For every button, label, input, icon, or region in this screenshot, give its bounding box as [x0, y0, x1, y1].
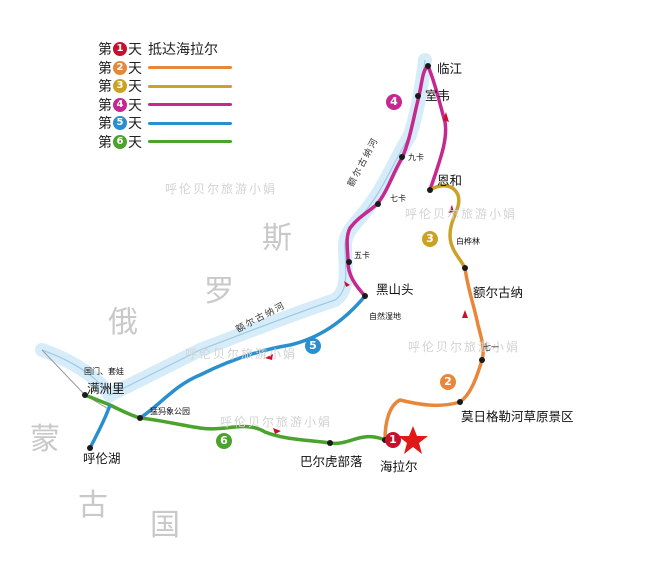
- place-linjiang: 临江: [437, 61, 463, 76]
- place-enhe: 恩和: [437, 173, 463, 188]
- country-char: 古: [78, 488, 108, 523]
- stop-dot: [425, 63, 431, 69]
- legend-prefix: 第: [98, 97, 112, 114]
- legend-line: [148, 140, 232, 143]
- place-mengmaxiang: 猛犸象公园: [150, 407, 190, 416]
- place-baihualin: 白桦林: [456, 237, 480, 246]
- stop-dots: [82, 63, 485, 451]
- legend-title: 抵达海拉尔: [148, 42, 218, 58]
- stop-dot: [87, 445, 93, 451]
- stop-dot: [479, 357, 485, 363]
- route-day2: [383, 266, 485, 442]
- direction-arrows: [265, 112, 468, 434]
- place-ziranshidi: 自然湿地: [369, 312, 401, 321]
- day-badge-5: 5: [305, 338, 321, 354]
- legend-line: [148, 84, 232, 88]
- day-badge-4: 4: [386, 94, 402, 110]
- place-qika: 七卡: [390, 194, 406, 203]
- arrow-icon: [462, 310, 468, 318]
- stop-dot: [362, 293, 368, 299]
- country-char: 俄: [108, 305, 138, 340]
- star-icon: [398, 426, 428, 454]
- legend-prefix: 第: [98, 116, 112, 132]
- legend-prefix: 第: [98, 134, 112, 151]
- legend-prefix: 第: [98, 42, 112, 58]
- legend-suffix: 天: [128, 97, 142, 114]
- place-morigele: 莫日格勒河草原景区: [461, 409, 574, 424]
- stop-dot: [399, 154, 405, 160]
- place-hulunhu: 呼伦湖: [83, 451, 121, 466]
- river-line: [41, 59, 426, 396]
- arrow-icon: [448, 205, 454, 213]
- country-char: 国: [150, 508, 180, 543]
- stop-dot: [462, 265, 468, 271]
- legend-day-number: 6: [113, 134, 127, 149]
- day-badge-2: 2: [440, 374, 456, 390]
- legend-suffix: 天: [128, 60, 142, 77]
- country-char: 蒙: [30, 422, 60, 457]
- place-hailaer: 海拉尔: [380, 459, 418, 474]
- legend-prefix: 第: [98, 79, 112, 95]
- stop-dot: [427, 187, 433, 193]
- place-baerhu: 巴尔虎部落: [300, 454, 363, 469]
- route-day5: [138, 294, 367, 420]
- legend-day-number: 2: [113, 60, 127, 75]
- place-jiuka: 九卡: [408, 153, 424, 162]
- watermark: 呼伦贝尔旅游小娟: [185, 347, 298, 361]
- day-badge-1: 1: [385, 432, 401, 448]
- legend-suffix: 天: [128, 134, 142, 151]
- route-day6-branch: [88, 404, 112, 449]
- watermark: 呼伦贝尔旅游小娟: [405, 207, 518, 221]
- place-heishantou: 黑山头: [376, 282, 414, 297]
- day-badge-3: 3: [422, 231, 438, 247]
- arrow-icon: [443, 112, 449, 122]
- day-badge-6: 6: [216, 433, 232, 449]
- country-char: 罗: [204, 274, 234, 309]
- legend-suffix: 天: [128, 116, 142, 132]
- legend-day-number: 5: [113, 116, 127, 130]
- stop-dot: [415, 93, 421, 99]
- place-shiwei: 室韦: [425, 88, 451, 103]
- legend-day-number: 1: [113, 42, 127, 56]
- watermark: 呼伦贝尔旅游小娟: [408, 340, 521, 354]
- arrow-icon: [344, 281, 350, 287]
- watermark: 呼伦贝尔旅游小娟: [165, 182, 278, 196]
- legend-day-number: 3: [113, 79, 127, 93]
- legend-line: [148, 103, 232, 106]
- stop-dot: [346, 259, 352, 265]
- arrow-icon: [265, 354, 273, 360]
- place-qiyi: 七一: [483, 343, 499, 352]
- legend-suffix: 天: [128, 42, 142, 58]
- place-manzhouli: 满洲里: [87, 381, 125, 396]
- stop-dot: [82, 392, 88, 398]
- place-wuka: 五卡: [354, 251, 370, 260]
- place-guomen: 国门、套娃: [84, 367, 124, 376]
- stop-dot: [137, 415, 143, 421]
- country-char: 斯: [262, 221, 292, 256]
- legend-day-number: 4: [113, 97, 127, 112]
- stop-dot: [327, 440, 333, 446]
- route-day3: [428, 184, 467, 270]
- watermark: 呼伦贝尔旅游小娟: [220, 415, 333, 429]
- legend-prefix: 第: [98, 60, 112, 77]
- legend-line: [148, 121, 232, 125]
- legend-suffix: 天: [128, 79, 142, 95]
- arrow-icon: [273, 428, 281, 434]
- legend-line: [148, 66, 232, 69]
- stop-dot: [457, 399, 463, 405]
- place-eerguna: 额尔古纳: [473, 285, 524, 300]
- stop-dot: [375, 201, 381, 207]
- route-day6: [83, 393, 387, 446]
